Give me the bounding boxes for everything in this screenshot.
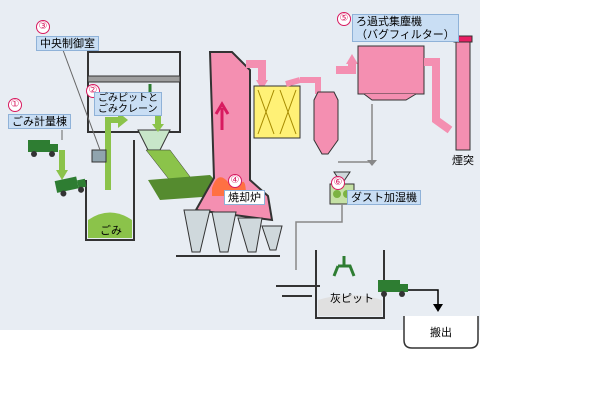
gas-up-arrow <box>214 101 230 130</box>
label-weighbridge: ごみ計量棟 <box>8 114 71 129</box>
cooler-pattern <box>257 89 297 135</box>
label-pit-crane-line1: ごみピットと <box>98 93 158 104</box>
dump-truck-icon <box>54 176 87 197</box>
pit-walls <box>85 140 135 241</box>
carry-out-box <box>403 316 479 349</box>
ash-hopper-3 <box>237 217 263 253</box>
ash-hopper-4 <box>261 225 283 251</box>
label-control-room: 中央制御室 <box>36 36 99 51</box>
marker-1: ① <box>8 98 22 112</box>
ash-hopper-1 <box>183 209 211 253</box>
flow-arrow-up <box>105 117 118 190</box>
label-stack: 煙突 <box>452 154 474 167</box>
control-console <box>91 149 107 163</box>
label-incinerator: 焼却炉 <box>224 190 265 205</box>
marker-3: ③ <box>36 20 50 34</box>
stack <box>455 39 471 151</box>
dust-line <box>338 104 374 163</box>
label-humidifier: ダスト加湿機 <box>347 190 421 205</box>
weighbridge-truck-icon <box>28 140 58 157</box>
ash-crane-icon <box>332 256 356 277</box>
ash-transfer-line <box>295 204 343 270</box>
label-pit-crane-line2: ごみクレーン <box>98 104 158 115</box>
ash-truck-icon <box>378 280 408 297</box>
pit-garbage <box>88 212 132 238</box>
crane-rail <box>87 75 181 83</box>
label-bag-filter: ろ過式集塵機 （バグフィルター） <box>352 14 459 42</box>
label-bag-filter-line2: （バグフィルター） <box>356 28 455 41</box>
incinerator-body <box>194 51 274 222</box>
label-ash-pit: 灰ピット <box>330 292 374 305</box>
ash-hopper-2 <box>211 211 237 253</box>
carry-out-arrow <box>408 289 439 306</box>
control-room-pointer <box>59 41 101 151</box>
marker-4: ④ <box>228 174 242 188</box>
marker-5: ⑤ <box>337 12 351 26</box>
reactor-column <box>313 91 339 155</box>
label-bag-filter-line1: ろ過式集塵機 <box>356 15 422 28</box>
duct-to-stack <box>424 58 453 134</box>
hopper <box>137 129 171 151</box>
duct-to-filter <box>336 62 356 74</box>
label-pit-crane: ごみピットと ごみクレーン <box>94 92 162 116</box>
label-pit: ごみ <box>100 224 122 237</box>
marker-6: ⑥ <box>331 176 345 190</box>
bag-filter <box>357 45 425 95</box>
label-carry-out: 搬出 <box>430 326 452 339</box>
ash-pile <box>318 295 382 316</box>
gas-cooler <box>253 85 301 139</box>
flue-duct <box>246 60 266 82</box>
